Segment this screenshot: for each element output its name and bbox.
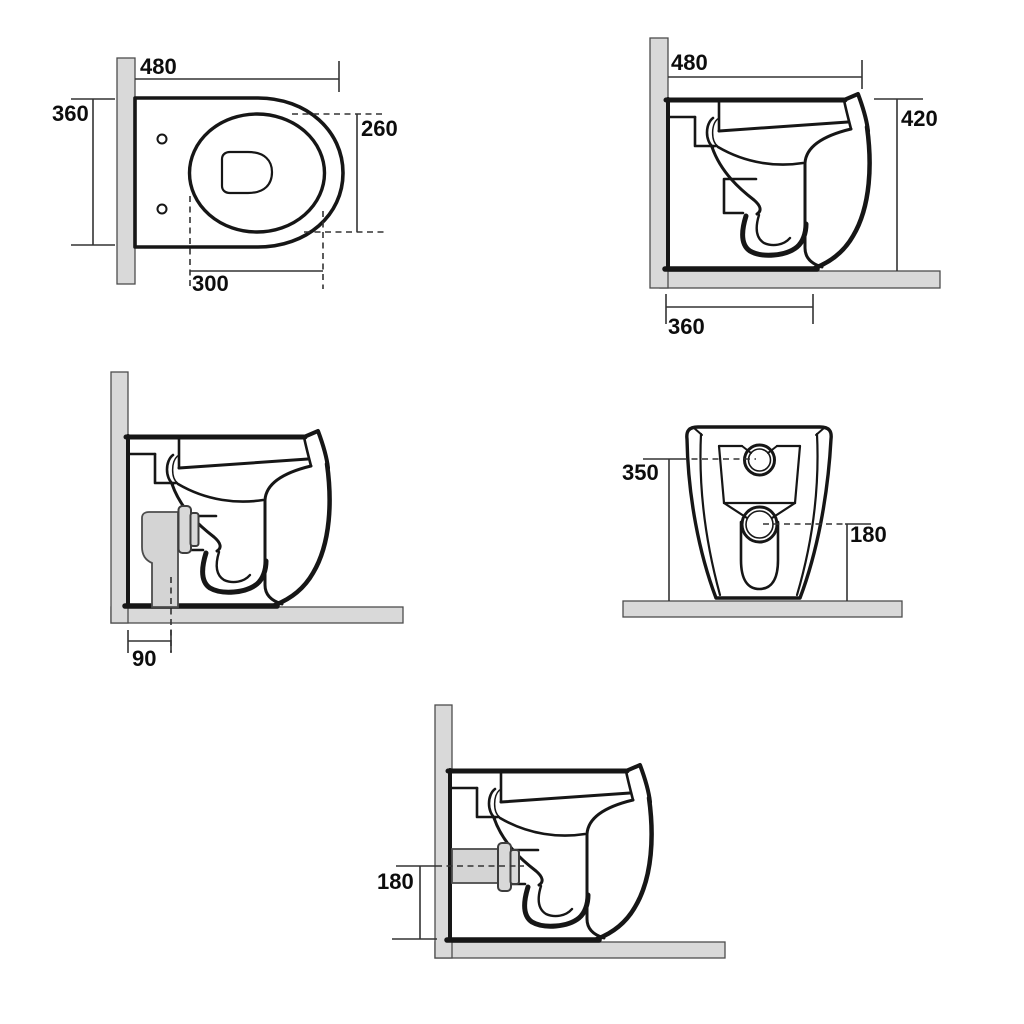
- inlet-hole-inner: [747, 448, 772, 472]
- rear-corner-right: [815, 427, 825, 436]
- water-area-plan: [220, 150, 274, 195]
- dim-label-300: 300: [192, 271, 229, 296]
- bowl-rim-plan: [187, 112, 327, 234]
- side-view: 480 420 360: [649, 37, 941, 339]
- outlet-flange-stub: [189, 512, 200, 547]
- side-floor-outlet-view: 90: [110, 371, 404, 671]
- dim-label-360-side: 360: [668, 314, 705, 339]
- floor: [110, 606, 404, 624]
- rear-sump-stadium: [739, 520, 780, 591]
- outlet-hole-inner: [745, 510, 774, 539]
- wall: [649, 37, 669, 289]
- rear-panel-side-left: [717, 444, 726, 505]
- dim-label-180-rear: 180: [850, 522, 887, 547]
- dim-label-360-plan: 360: [52, 101, 89, 126]
- inlet-hole-outer: [743, 443, 776, 477]
- dim-label-350: 350: [622, 460, 659, 485]
- side-wall-outlet-view: 180: [377, 704, 726, 959]
- rear-panel-notch-right: [767, 445, 778, 454]
- rear-panel-side-right: [793, 444, 802, 505]
- toilet-side-profile-use: [665, 93, 870, 269]
- dim-label-260: 260: [361, 116, 398, 141]
- floor: [659, 270, 941, 289]
- plan-view: 480 360 260 300: [52, 54, 398, 296]
- pan-outline-plan: [133, 96, 345, 249]
- dim-label-180-side: 180: [377, 869, 414, 894]
- outlet-flange-disc: [177, 505, 192, 554]
- rear-corner-left: [693, 427, 703, 436]
- rear-inner-right-curve: [795, 432, 819, 597]
- wall: [116, 57, 136, 285]
- pan-outline-rear: [685, 425, 833, 600]
- rear-panel-notch-left: [741, 445, 752, 454]
- soil-pipe-vertical: [141, 511, 179, 608]
- rear-view: 350 180: [622, 425, 903, 618]
- outlet-flange-stub: [509, 849, 520, 885]
- wall: [110, 371, 129, 624]
- dim-label-480-plan: 480: [140, 54, 177, 79]
- dim-label-90: 90: [132, 646, 156, 671]
- floor: [434, 941, 726, 959]
- dim-label-420: 420: [901, 106, 938, 131]
- fixing-hole-bottom: [156, 203, 168, 215]
- rear-inner-left-curve: [699, 432, 722, 597]
- fixing-hole-top: [156, 133, 168, 145]
- floor: [622, 600, 903, 618]
- dim-label-480-side: 480: [671, 50, 708, 75]
- outlet-flange-disc: [497, 842, 512, 892]
